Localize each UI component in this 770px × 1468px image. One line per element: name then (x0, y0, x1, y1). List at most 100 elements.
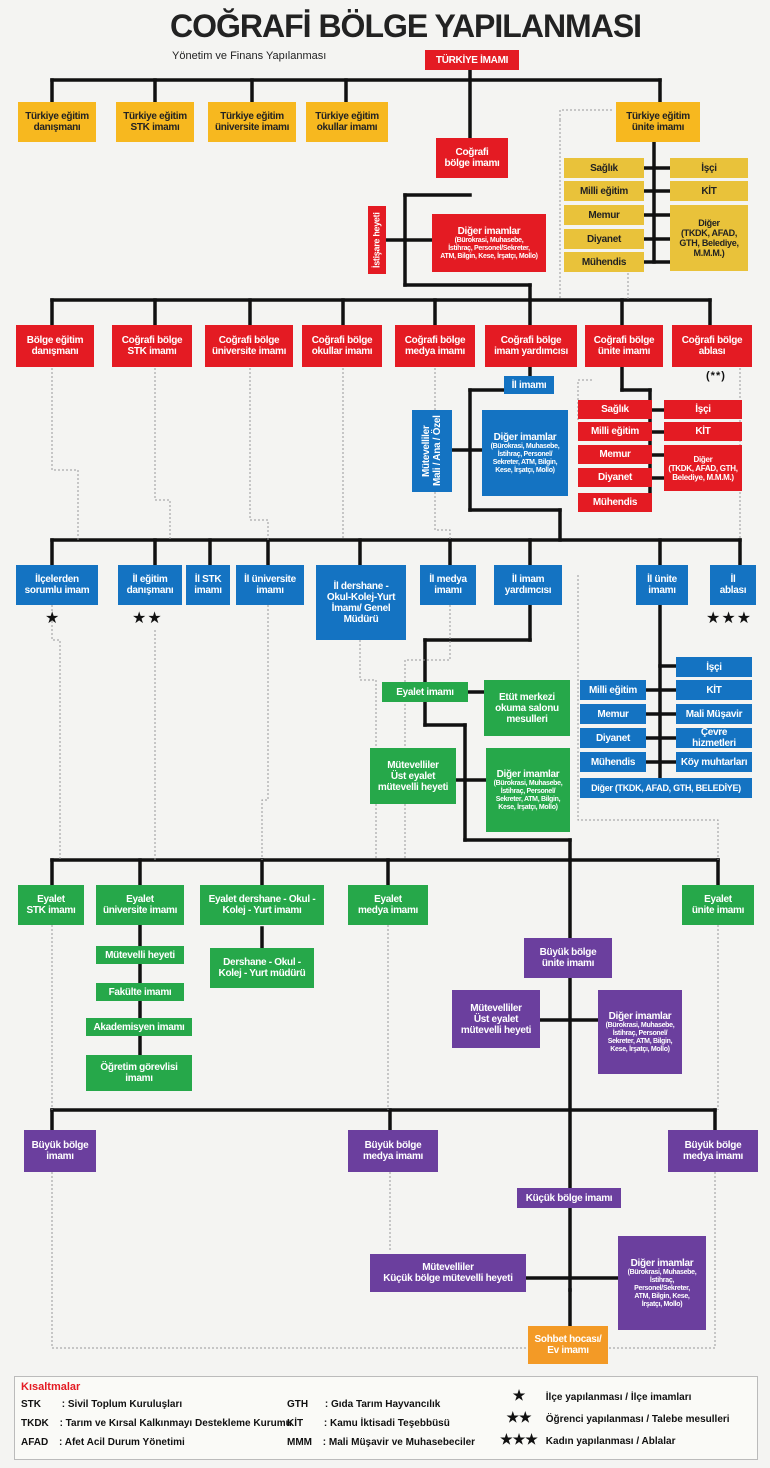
node-diger-imamlar-top: Diğer imamlar (Bürokrasi, Muhasebe, İsti… (432, 214, 546, 272)
node-eyalet-medya: Eyalet medya imamı (348, 885, 428, 925)
node-cb-universite: Coğrafi bölge üniversite imamı (205, 325, 293, 367)
node-turkiye-imami: TÜRKİYE İMAMI (425, 50, 519, 70)
node-il-diger-imamlar-detail: (Bürokrasi, Muhasebe, İstihraç, Personel… (490, 442, 560, 474)
node-eyalet-imami: Eyalet imamı (382, 682, 468, 702)
legend-star-value: İlçe yapılanması / İlçe imamları (545, 1392, 692, 1403)
node-il-ablasi: İl ablası (710, 565, 756, 605)
node-eyalet-diger-detail: (Bürokrasi, Muhasebe, İstihraç, Personel… (493, 779, 563, 811)
legend-abbr-value: : Sivil Toplum Kuruluşları (61, 1399, 183, 1410)
node-t-egitim-okullar: Türkiye eğitim okullar imamı (306, 102, 388, 142)
node-cb-egitim-danismani: Bölge eğitim danışmanı (16, 325, 94, 367)
node-kb-diger-title: Diğer imamlar (630, 1257, 694, 1269)
node-il-egitim-danismani: İl eğitim danışmanı (118, 565, 182, 605)
legend-star-3: ★★★ Kadın yapılanması / Ablalar (495, 1431, 675, 1448)
node-istisare-heyeti: İstişare heyeti (368, 206, 386, 274)
node-eyalet-universite: Eyalet üniversite imamı (96, 885, 184, 925)
node-cb-okullar: Coğrafi bölge okullar imamı (302, 325, 382, 367)
node-il-unite-diger: Diğer (TKDK, AFAD, GTH, BELEDİYE) (580, 778, 752, 798)
note-cb-ablasi: (**) (706, 370, 726, 382)
node-bb-diger-title: Diğer imamlar (608, 1010, 672, 1022)
node-bb-diger-detail: (Bürokrasi, Muhasebe, İstihraç, Personel… (605, 1021, 675, 1053)
node-eyalet-stk: Eyalet STK imamı (18, 885, 84, 925)
node-il-unite-milli-egitim: Milli eğitim (580, 680, 646, 700)
node-il-unite-isci: İşçi (676, 657, 752, 677)
node-il-unite: İl ünite imamı (636, 565, 688, 605)
star-icon-kadin: ★★★ (706, 610, 753, 627)
node-il-unite-mali-musavir: Mali Müşavir (676, 704, 752, 724)
node-il-imam-yardimcisi: İl imam yardımcısı (494, 565, 562, 605)
node-il-imami: İl imamı (504, 376, 554, 394)
node-il-unite-muhendis: Mühendis (580, 752, 646, 772)
node-kb-diger-detail: (Bürokrasi, Muhasebe, İstihraç, Personel… (627, 1268, 697, 1308)
legend-abbr-stk: STK : Sivil Toplum Kuruluşları (21, 1399, 182, 1410)
node-cb-unite: Coğrafi bölge ünite imamı (585, 325, 663, 367)
node-cb-ablasi: Coğrafi bölge ablası (672, 325, 752, 367)
node-il-medya: İl medya imamı (420, 565, 476, 605)
node-il-diger-imamlar: Diğer imamlar (Bürokrasi, Muhasebe, İsti… (482, 410, 568, 496)
legend-abbr-gth: GTH : Gıda Tarım Hayvancılık (287, 1399, 440, 1410)
node-t-unite-diyanet: Diyanet (564, 229, 644, 249)
node-diger-imamlar-top-title: Diğer imamlar (457, 225, 521, 237)
node-t-unite-muhendis: Mühendis (564, 252, 644, 272)
node-il-dershane: İl dershane - Okul-Kolej-Yurt İmamı/ Gen… (316, 565, 406, 640)
legend-abbr-value: : Tarım ve Kırsal Kalkınmayı Destekleme … (59, 1418, 292, 1429)
legend-abbr-value: : Kamu İktisadi Teşebbüsü (323, 1418, 450, 1429)
legend-star-value: Kadın yapılanması / Ablalar (545, 1436, 676, 1447)
node-cb-unite-diyanet: Diyanet (578, 468, 652, 487)
node-il-unite-kit: KİT (676, 680, 752, 700)
node-eyalet-dershane: Eyalet dershane - Okul - Kolej - Yurt im… (200, 885, 324, 925)
node-mutevelli-heyeti: Mütevelli heyeti (96, 946, 184, 964)
node-il-universite: İl üniversite imamı (236, 565, 304, 605)
legend-abbr-kit: KİT : Kamu İktisadi Teşebbüsü (287, 1418, 450, 1429)
legend-abbr-value: : Gıda Tarım Hayvancılık (324, 1399, 441, 1410)
legend-abbr-afad: AFAD : Afet Acil Durum Yönetimi (21, 1437, 185, 1448)
node-cb-unite-kit: KİT (664, 422, 742, 441)
node-t-unite-kit: KİT (670, 181, 748, 201)
node-akademisyen-imami: Akademisyen imamı (86, 1018, 192, 1036)
node-il-unite-diyanet: Diyanet (580, 728, 646, 748)
star-icon: ★ (512, 1387, 526, 1403)
legend-star-2: ★★ Öğrenci yapılanması / Talebe mesuller… (495, 1409, 729, 1426)
legend-abbr-tkdk: TKDK : Tarım ve Kırsal Kalkınmayı Destek… (21, 1418, 292, 1429)
node-ogretim-gorevlisi: Öğretim görevlisi imamı (86, 1055, 192, 1091)
node-fakulte-imami: Fakülte imamı (96, 983, 184, 1001)
node-mutevelliler-mali: Mütevelliler Mali / Ana / Özel (412, 410, 452, 492)
node-bb-mutevelliler: Mütevelliler Üst eyalet mütevelli heyeti (452, 990, 540, 1048)
node-t-unite-isci: İşçi (670, 158, 748, 178)
node-cb-stk: Coğrafi bölge STK imamı (112, 325, 192, 367)
legend-abbr-key: MMM (287, 1437, 312, 1448)
node-t-unite-diger: Diğer (TKDK, AFAD, GTH, Belediye, M.M.M.… (670, 205, 748, 271)
node-t-egitim-unite: Türkiye eğitim ünite imamı (616, 102, 700, 142)
node-eyalet-diger: Diğer imamlar (Bürokrasi, Muhasebe, İsti… (486, 748, 570, 832)
node-kb-diger: Diğer imamlar (Bürokrasi, Muhasebe, İsti… (618, 1236, 706, 1330)
node-kb-mutevelliler: Mütevelliler Küçük bölge mütevelli heyet… (370, 1254, 526, 1292)
node-dershane-mudur: Dershane - Okul - Kolej - Yurt müdürü (210, 948, 314, 988)
node-t-unite-memur: Memur (564, 205, 644, 225)
node-cb-unite-muhendis: Mühendis (578, 493, 652, 512)
node-ilcelerden-sorumlu: İlçelerden sorumlu imam (16, 565, 98, 605)
node-cb-imam-yardimcisi: Coğrafi bölge imam yardımcısı (485, 325, 577, 367)
page-subtitle: Yönetim ve Finans Yapılanması (172, 50, 327, 62)
legend-abbr-key: GTH (287, 1399, 309, 1410)
legend-abbr-value: : Afet Acil Durum Yönetimi (59, 1437, 185, 1448)
node-cb-unite-memur: Memur (578, 445, 652, 464)
star-icon: ★★★ (500, 1431, 538, 1447)
legend-abbr-key: AFAD (21, 1437, 49, 1448)
node-diger-imamlar-top-detail: (Bürokrasi, Muhasebe, İstihraç, Personel… (440, 236, 538, 260)
node-il-unite-memur: Memur (580, 704, 646, 724)
star-icon-ilce: ★ (45, 610, 61, 627)
node-il-unite-koy: Köy muhtarları (676, 752, 752, 772)
legend-title: Kısaltmalar (21, 1381, 81, 1393)
node-sohbet-hocasi: Sohbet hocası/ Ev imamı (528, 1326, 608, 1364)
node-bb-medya-mid: Büyük bölge medya imamı (348, 1130, 438, 1172)
node-il-diger-imamlar-title: Diğer imamlar (493, 431, 557, 443)
legend-abbr-mmm: MMM : Mali Müşavir ve Muhasebeciler (287, 1437, 475, 1448)
node-eyalet-diger-title: Diğer imamlar (496, 768, 560, 780)
node-cb-unite-milli-egitim: Milli eğitim (578, 422, 652, 441)
node-t-unite-saglik: Sağlık (564, 158, 644, 178)
node-cb-unite-isci: İşçi (664, 400, 742, 419)
node-eyalet-unite: Eyalet ünite imamı (682, 885, 754, 925)
node-t-egitim-universite: Türkiye eğitim üniversite imamı (208, 102, 296, 142)
node-t-egitim-danismani: Türkiye eğitim danışmanı (18, 102, 96, 142)
node-bb-diger: Diğer imamlar (Bürokrasi, Muhasebe, İsti… (598, 990, 682, 1074)
